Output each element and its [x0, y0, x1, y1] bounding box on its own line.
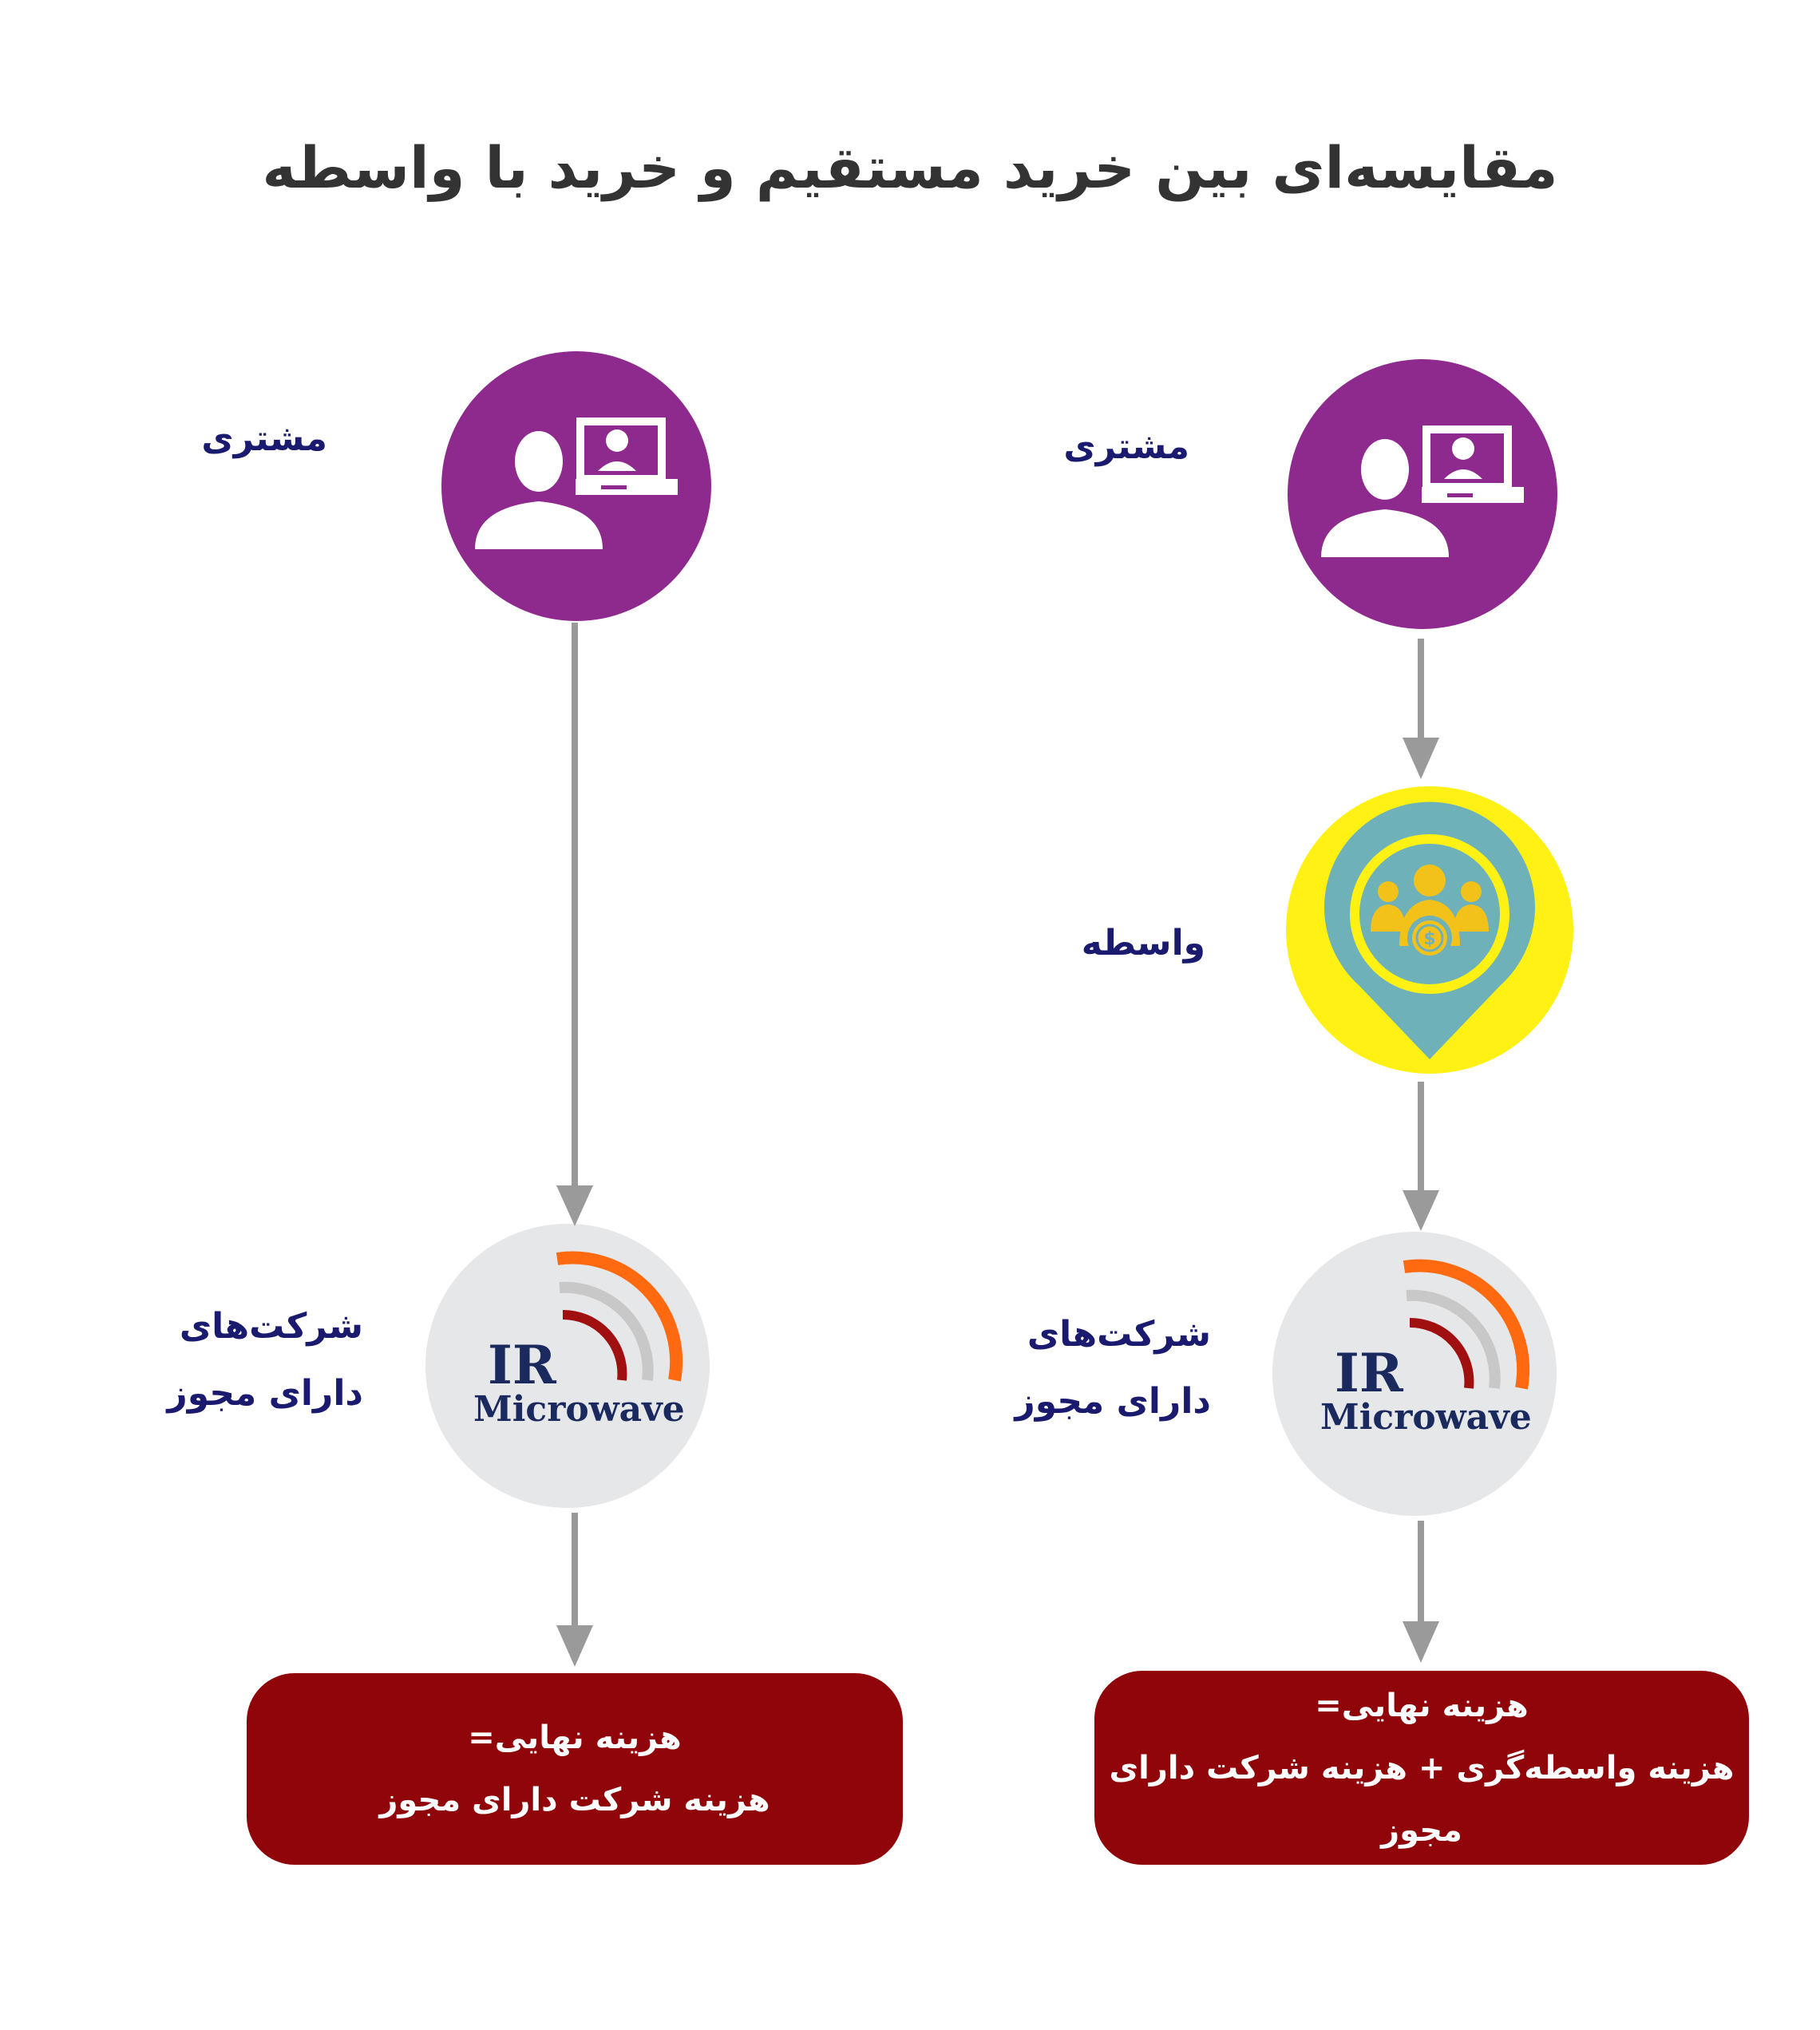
broker-company-label: شرکت‌های دارای مجوز [1015, 1301, 1211, 1435]
arrow-broker-company-to-cost [1403, 1521, 1439, 1663]
ir-microwave-logo: IR Microwave [1320, 1259, 1532, 1438]
ir-microwave-logo: IR Microwave [473, 1251, 685, 1430]
logo-ir-text: IR [488, 1334, 557, 1396]
broker-cost-formula: هزینه واسطه‌گری + هزینه شرکت دارای مجوز [1109, 1749, 1735, 1849]
direct-cost-box: هزینه نهایی= هزینه شرکت دارای مجوز [247, 1673, 903, 1865]
broker-cost-box: هزینه نهایی= هزینه واسطه‌گری + هزینه شرک… [1094, 1671, 1749, 1865]
arrow-direct-customer-to-company [556, 623, 593, 1226]
broker-company-label-line1: شرکت‌های [1027, 1314, 1211, 1355]
direct-cost-formula: هزینه شرکت دارای مجوز [379, 1782, 770, 1818]
broker-customer-node [1288, 359, 1557, 629]
direct-cost-title: هزینه نهایی= [468, 1719, 682, 1756]
direct-company-label-line1: شرکت‌های [179, 1306, 363, 1347]
customer-computer-icon [1321, 425, 1524, 557]
direct-customer-node [441, 351, 711, 621]
arrow-broker-customer-to-broker [1403, 639, 1439, 779]
svg-text:$: $ [1423, 929, 1435, 949]
broker-cost-title: هزینه نهایی= [1315, 1687, 1529, 1724]
broker-node: $ [1286, 786, 1573, 1074]
arrow-direct-company-to-cost [556, 1513, 593, 1667]
page-title: مقایسه‌ای بین خرید مستقیم و خرید با واسط… [262, 134, 1558, 201]
logo-ir-text: IR [1335, 1342, 1404, 1404]
direct-company-label-line2: دارای مجوز [167, 1373, 363, 1414]
direct-customer-label: مشتری [201, 418, 327, 459]
direct-company-node: IR Microwave [425, 1224, 710, 1508]
broker-location-pin-icon: $ [1324, 801, 1535, 1059]
broker-company-node: IR Microwave [1272, 1232, 1557, 1516]
broker-company-label-line2: دارای مجوز [1015, 1381, 1211, 1422]
logo-microwave-text: Microwave [473, 1389, 685, 1430]
broker-customer-label: مشتری [1063, 426, 1189, 467]
logo-microwave-text: Microwave [1320, 1397, 1532, 1438]
arrow-broker-to-company [1403, 1082, 1439, 1231]
customer-computer-icon [475, 417, 678, 549]
direct-company-label: شرکت‌های دارای مجوز [167, 1293, 363, 1427]
broker-label: واسطه [1081, 923, 1205, 964]
